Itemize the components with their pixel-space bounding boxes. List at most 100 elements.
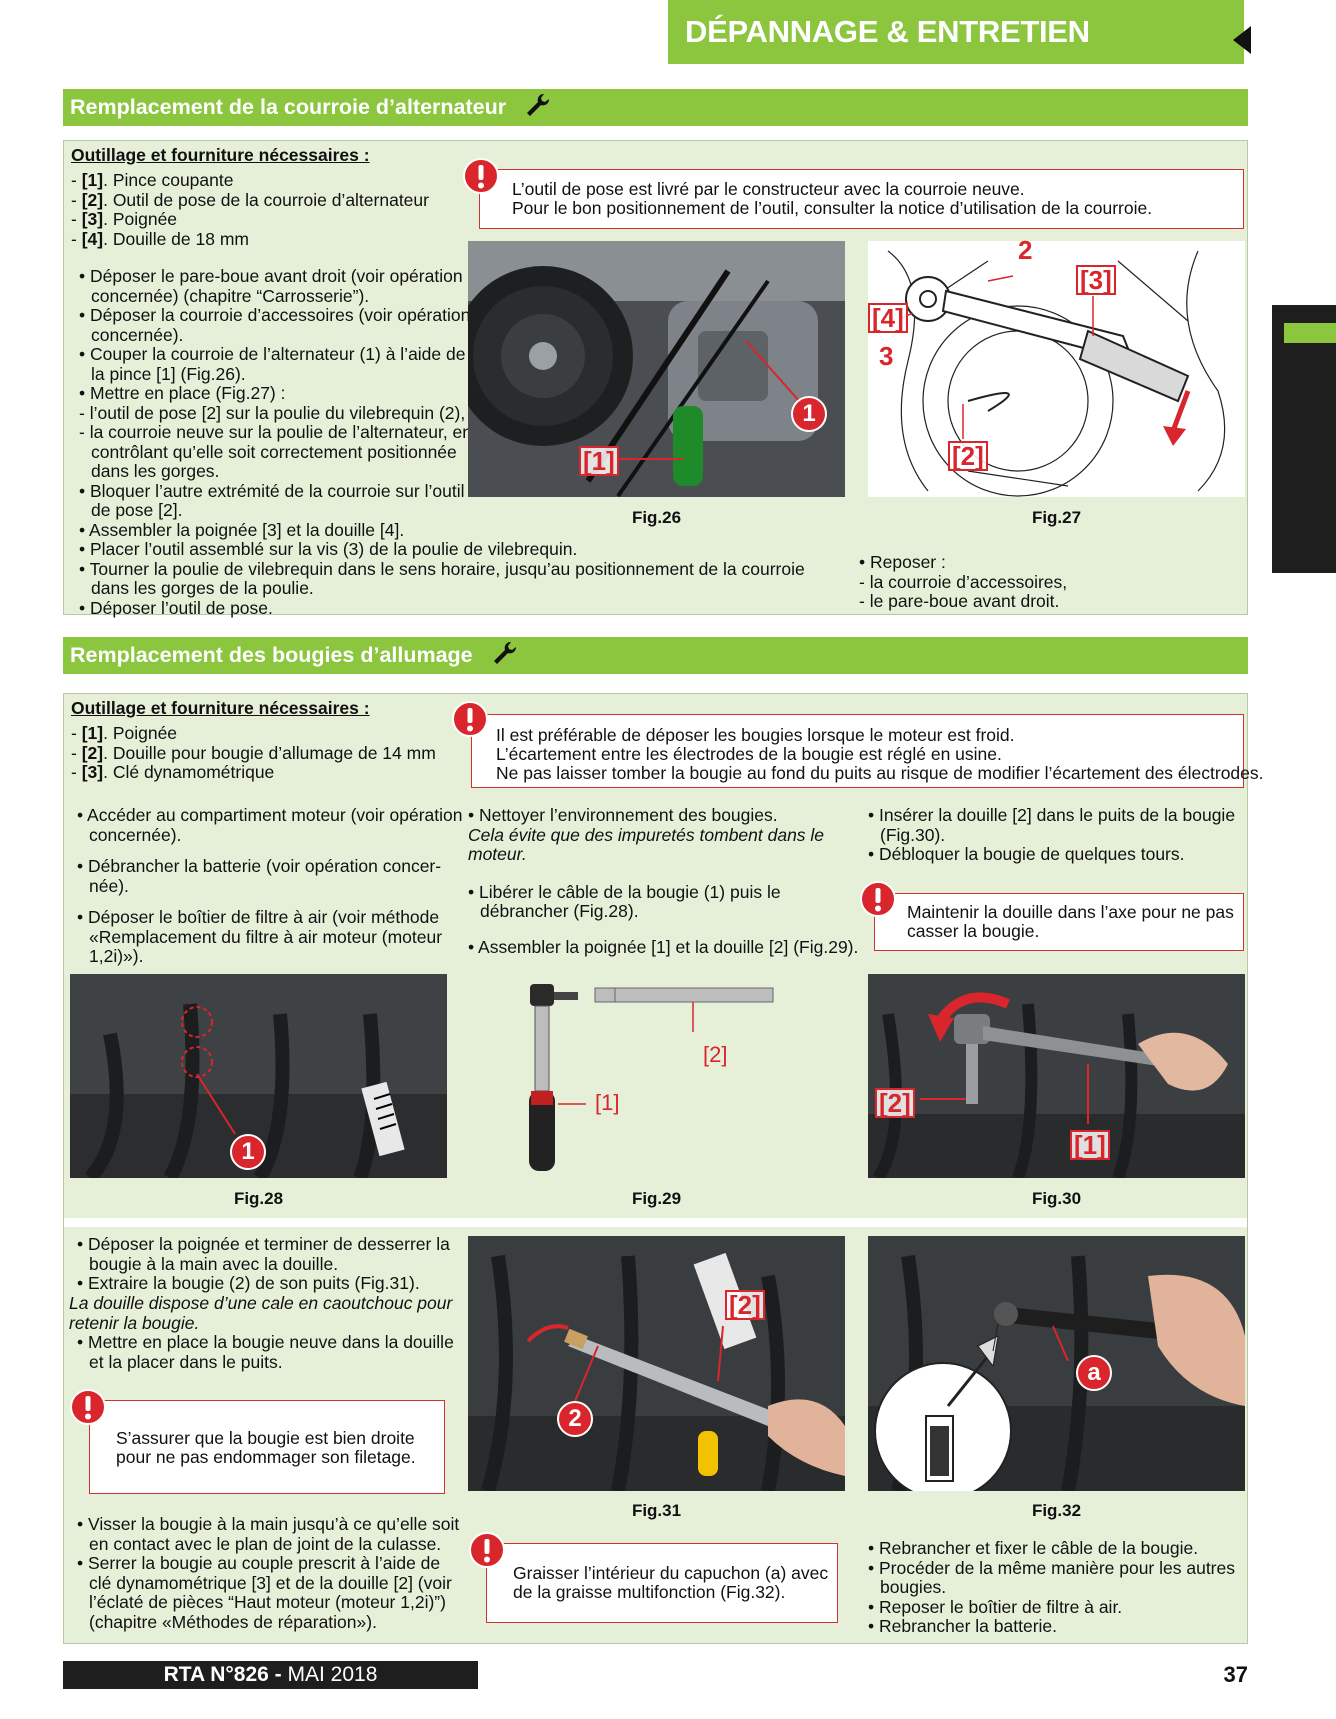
page-number: 37 xyxy=(1223,1662,1248,1687)
panel-courroie: Outillage et fourniture nécessaires : - … xyxy=(63,140,1248,618)
step-line: • Extraire la bougie (2) de son puits (F… xyxy=(77,1273,420,1293)
fig30-label-socket: [2] xyxy=(875,1088,915,1118)
fig26-photo xyxy=(468,241,845,497)
step-line: «Remplacement du filtre à air moteur (mo… xyxy=(89,926,443,947)
warning-text: Ne pas laisser tomber la bougie au fond … xyxy=(496,763,1264,783)
step-line: • Insérer la douille [2] dans le puits d… xyxy=(868,805,1236,825)
warning-text: Il est préférable de déposer les bougies… xyxy=(496,725,1015,745)
step-line: bougie à la main avec la douille. xyxy=(89,1253,339,1274)
warning-icon xyxy=(462,157,500,195)
fig30-caption: Fig.30 xyxy=(1031,1189,1082,1208)
warning-text: Graisser l’intérieur du capuchon (a) ave… xyxy=(513,1563,829,1583)
tool-item: - [2]. Douille pour bougie d’allumage de… xyxy=(71,742,436,763)
tool-item: - [4]. Douille de 18 mm xyxy=(71,228,249,249)
repose-list: • Reposer : - la courroie d’accessoires,… xyxy=(859,552,1068,612)
tools-list: - [1]. Poignée - [2]. Douille pour bougi… xyxy=(71,723,436,783)
repose-line: - le pare-boue avant droit. xyxy=(859,591,1060,611)
wrench-icon xyxy=(491,640,517,678)
step-line: • Rebrancher la batterie. xyxy=(868,1616,1058,1636)
repose-line: - la courroie d’accessoires, xyxy=(859,571,1068,592)
step-line: • Débloquer la bougie de quelques tours. xyxy=(868,844,1185,864)
step-line: • Serrer la bougie au couple prescrit à … xyxy=(77,1553,441,1573)
section-title-bougies: Remplacement des bougies d’allumage xyxy=(63,637,1248,674)
fig32-label: a xyxy=(1076,1355,1112,1391)
warning-text: pour ne pas endommager son filetage. xyxy=(116,1447,416,1467)
col1b-note: La douille dispose d’une cale en caoutch… xyxy=(69,1293,452,1333)
step-line: (chapitre «Méthodes de réparation»). xyxy=(89,1611,377,1632)
section-title-text: Remplacement des bougies d’allumage xyxy=(70,643,473,667)
col1c-steps: • Mettre en place la bougie neuve dans l… xyxy=(77,1332,454,1372)
step-line: contrôlant qu’elle soit correctement pos… xyxy=(91,441,457,462)
step-line: et la placer dans le puits. xyxy=(89,1351,283,1372)
fig31-photo xyxy=(468,1236,845,1491)
repose-line: • Reposer : xyxy=(859,552,946,572)
header-arrow-icon xyxy=(1233,26,1251,54)
step-line: • Déposer la courroie d’accessoires (voi… xyxy=(79,305,471,325)
step-line: • Déposer le boîtier de filtre à air (vo… xyxy=(77,907,440,927)
fig27-label-a: 2 xyxy=(1018,235,1033,265)
page-header: DÉPANNAGE & ENTRETIEN COURANT xyxy=(668,0,1244,113)
side-tab xyxy=(1272,305,1336,573)
steps-list: • Déposer le pare-boue avant droit (voir… xyxy=(79,266,805,618)
fig31-label-plug: 2 xyxy=(557,1401,593,1437)
step-line: bougies. xyxy=(880,1577,947,1597)
fig27-label-e: [2] xyxy=(948,441,988,471)
fig29-drawing xyxy=(468,974,845,1178)
warning-box-socket: Maintenir la douille dans l’axe pour ne … xyxy=(874,893,1244,951)
warning-text: S’assurer que la bougie est bien droite xyxy=(116,1428,415,1448)
footer-issue: RTA N°826 - xyxy=(163,1663,282,1686)
step-line: en contact avec le plan de joint de la c… xyxy=(89,1533,442,1554)
footer-date: MAI 2018 xyxy=(281,1663,378,1686)
fig26-caption: Fig.26 xyxy=(631,508,682,527)
warning-text: de la graisse multifonction (Fig.32). xyxy=(513,1582,786,1602)
step-line: - la courroie neuve sur la poulie de l’a… xyxy=(79,422,473,442)
step-line: • Nettoyer l’environnement des bougies. xyxy=(468,805,778,825)
tool-item: - [3]. Clé dynamométrique xyxy=(71,762,275,782)
col2-steps: • Nettoyer l’environnement des bougies. … xyxy=(468,805,859,957)
fig27-drawing xyxy=(868,241,1245,497)
step-line: • Assembler la poignée [1] et la douille… xyxy=(468,936,859,957)
note-line: moteur. xyxy=(468,844,527,864)
step-line: débrancher (Fig.28). xyxy=(480,901,639,921)
fig30-label-handle: [1] xyxy=(1070,1130,1110,1160)
fig27-caption: Fig.27 xyxy=(1031,508,1082,527)
step-line: clé dynamométrique [3] et de la douille … xyxy=(89,1572,452,1593)
warning-text: L’outil de pose est livré par le constru… xyxy=(512,179,1025,199)
fig27-label-b: [3] xyxy=(1076,265,1116,295)
fig26-label-tool: [1] xyxy=(579,446,619,476)
warning-text: Pour le bon positionnement de l’outil, c… xyxy=(512,198,1153,218)
tool-item: - [3]. Poignée xyxy=(71,209,178,229)
step-line: née). xyxy=(89,875,129,896)
warning-box-straight: S’assurer que la bougie est bien droite … xyxy=(89,1400,445,1494)
section-title-text: Remplacement de la courroie d’alternateu… xyxy=(70,95,507,119)
step-line: • Couper la courroie de l’alternateur (1… xyxy=(79,344,466,364)
footer-magazine: RTA N°826 - MAI 2018 xyxy=(63,1661,478,1689)
step-line: l’éclaté de pièces “Haut moteur (moteur … xyxy=(89,1592,446,1612)
tools-list: - [1]. Pince coupante - [2]. Outil de po… xyxy=(71,170,429,249)
final-steps: • Rebrancher et fixer le câble de la bou… xyxy=(868,1538,1235,1637)
step-line: la pince [1] (Fig.26). xyxy=(91,363,246,384)
step-line: (Fig.30). xyxy=(880,824,946,845)
warning-text: L’écartement entre les électrodes de la … xyxy=(496,744,1002,764)
fig29-label-handle: [1] xyxy=(595,1090,620,1115)
section-title-courroie: Remplacement de la courroie d’alternateu… xyxy=(63,89,1248,126)
fig32-caption: Fig.32 xyxy=(1031,1501,1082,1520)
step-line: dans les gorges de la poulie. xyxy=(91,578,314,598)
tools-heading: Outillage et fourniture nécessaires : xyxy=(71,698,370,718)
fig26-label-part: 1 xyxy=(791,396,827,432)
fig30-photo xyxy=(868,974,1245,1178)
warning-icon xyxy=(859,880,897,918)
fig31-caption: Fig.31 xyxy=(631,1501,682,1520)
step-line: • Bloquer l’autre extrémité de la courro… xyxy=(79,480,465,501)
step-line: • Mettre en place (Fig.27) : xyxy=(79,383,286,403)
step-line: • Déposer la poignée et terminer de dess… xyxy=(77,1234,450,1254)
fig27-label-d: 3 xyxy=(879,341,894,371)
fig27-label-c: [4] xyxy=(868,303,908,333)
warning-box-bougies: Il est préférable de déposer les bougies… xyxy=(471,714,1264,788)
step-line: - l’outil de pose [2] sur la poulie du v… xyxy=(79,402,466,423)
note-line: Cela évite que des impuretés tombent dan… xyxy=(468,824,825,845)
col1b-steps: • Déposer la poignée et terminer de dess… xyxy=(77,1234,450,1294)
fig29-label-socket: [2] xyxy=(703,1042,728,1067)
tool-item: - [1]. Pince coupante xyxy=(71,170,234,190)
warning-icon xyxy=(451,700,489,738)
